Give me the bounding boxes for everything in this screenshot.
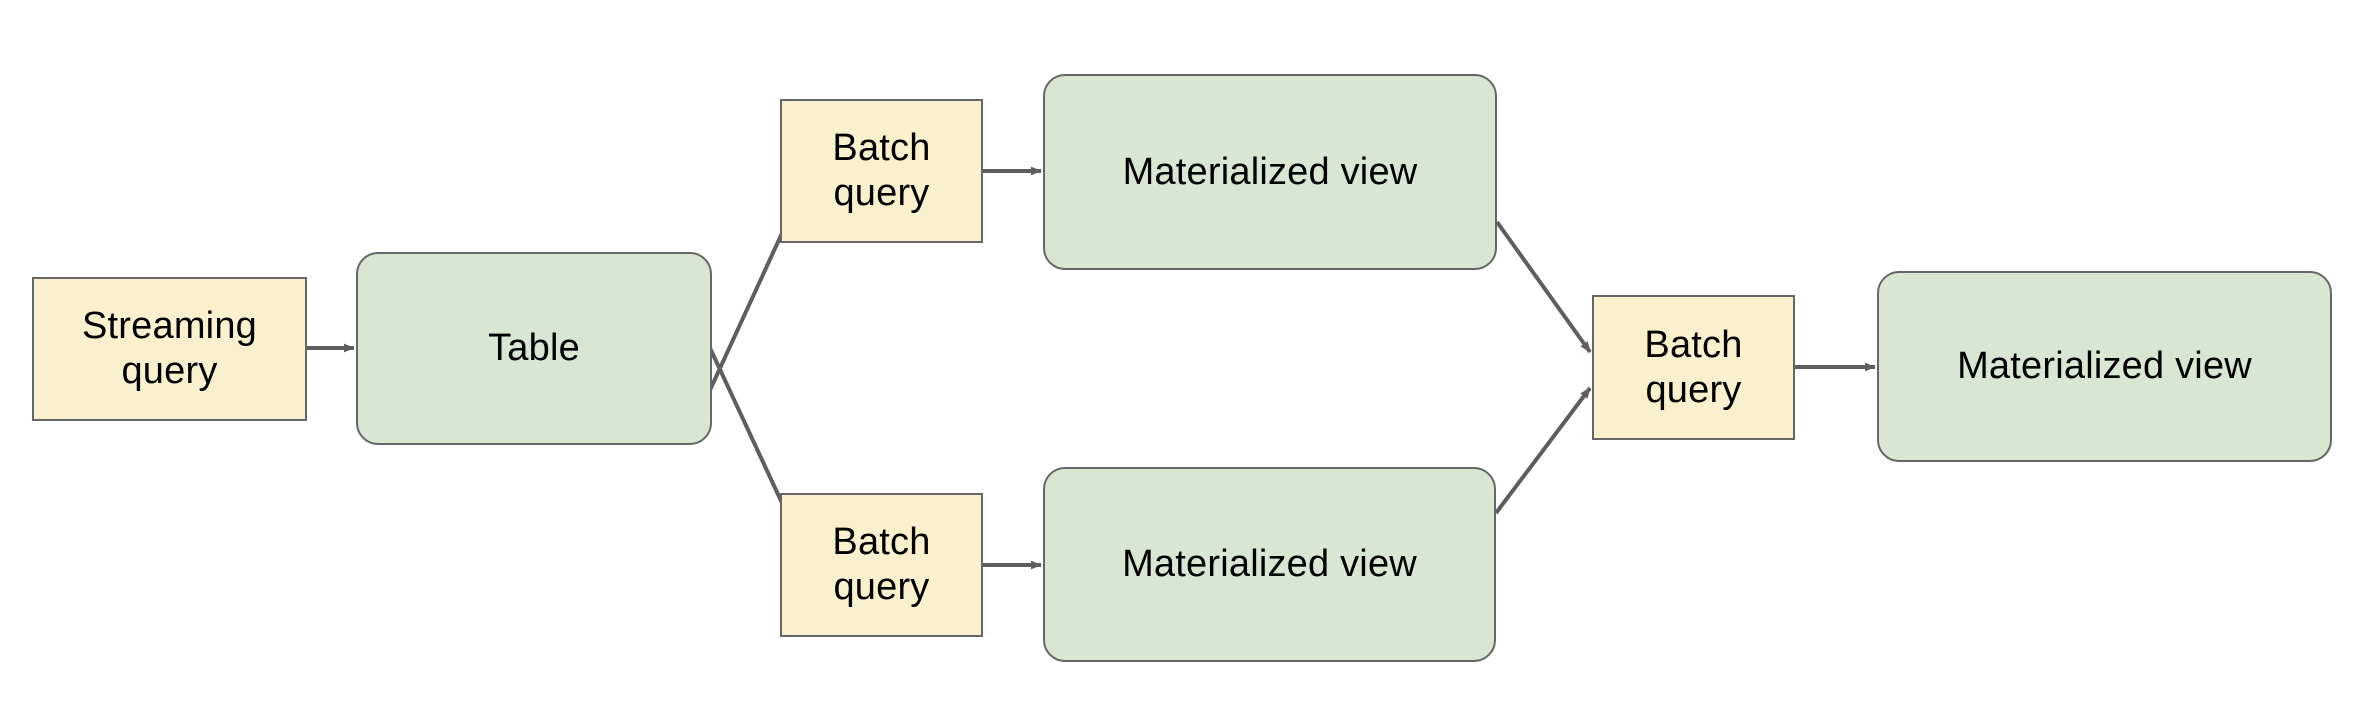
node-streaming-query-label: Streaming query [82,305,257,392]
node-batch-query-center-label: Batch query [1644,323,1743,411]
edge-table-to-batch-top [708,217,791,391]
node-batch-query-bottom-label: Batch query [832,521,931,608]
node-batch-query-bottom[interactable]: Batch query [780,493,983,637]
node-materialized-view-bottom-label: Materialized view [1122,543,1417,586]
node-materialized-view-top[interactable]: Materialized view [1043,74,1497,270]
node-materialized-view-right-label: Materialized view [1957,345,2252,388]
edge-mv-top-to-batch-center [1495,220,1592,354]
edge-table-to-batch-bottom [708,347,791,519]
node-table[interactable]: Table [356,252,712,445]
node-batch-query-top[interactable]: Batch query [780,99,983,243]
node-batch-query-top-label: Batch query [832,127,931,214]
node-materialized-view-top-label: Materialized view [1122,150,1418,193]
node-materialized-view-bottom[interactable]: Materialized view [1043,467,1496,662]
edge-mv-bottom-to-batch-center [1494,386,1592,515]
node-streaming-query[interactable]: Streaming query [32,277,307,421]
node-batch-query-center[interactable]: Batch query [1592,295,1795,440]
node-table-label: Table [488,327,580,370]
node-materialized-view-right[interactable]: Materialized view [1877,271,2332,462]
